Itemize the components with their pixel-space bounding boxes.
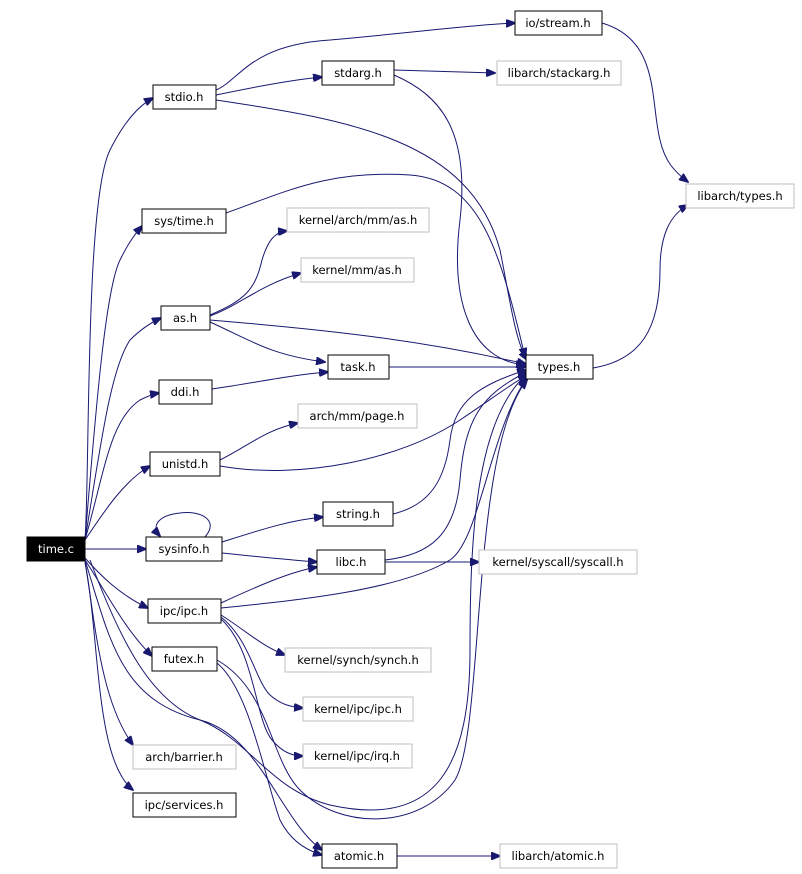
edge-time-c-to-ipc-ipc-h xyxy=(84,557,148,608)
edge-ipc-ipc-h-to-libc-h xyxy=(220,567,317,604)
node-time-c[interactable]: time.c xyxy=(26,536,86,562)
edge-ipc-ipc-h-to-kernel-synch-synch-h xyxy=(220,614,285,655)
edges xyxy=(84,22,688,856)
edge-sysinfo-h-to-libc-h xyxy=(221,552,317,562)
edge-stdio-h-to-types-h xyxy=(215,99,527,360)
edge-stdarg-h-to-libarch-stackarg-h xyxy=(393,70,495,73)
node-types-h[interactable]: types.h xyxy=(525,354,594,380)
node-kernel-mm-as-h[interactable]: kernel/mm/as.h xyxy=(300,257,415,283)
edge-time-c-to-ipc-services-h xyxy=(84,561,133,790)
node-label: string.h xyxy=(336,507,380,521)
edge-stdarg-h-to-types-h xyxy=(393,74,525,365)
nodes: time.c io/stream.h stdio.h stdarg.h liba… xyxy=(26,10,795,869)
node-libarch-atomic-h[interactable]: libarch/atomic.h xyxy=(499,843,618,869)
node-label: kernel/ipc/ipc.h xyxy=(314,702,402,716)
edge-libc-h-to-types-h xyxy=(384,372,527,561)
node-label: time.c xyxy=(38,542,74,556)
node-ipc-ipc-h[interactable]: ipc/ipc.h xyxy=(147,598,222,624)
edge-as-h-to-kernel-mm-as-h xyxy=(209,273,301,317)
node-label: kernel/syscall/syscall.h xyxy=(492,555,623,569)
node-arch-barrier-h[interactable]: arch/barrier.h xyxy=(132,744,237,770)
node-kernel-ipc-ipc-h[interactable]: kernel/ipc/ipc.h xyxy=(302,696,414,722)
edge-io-stream-h-to-libarch-types-h xyxy=(601,22,688,182)
edge-unistd-h-to-arch-mm-page-h xyxy=(219,423,298,461)
node-libarch-types-h[interactable]: libarch/types.h xyxy=(685,183,795,209)
node-libarch-stackarg-h[interactable]: libarch/stackarg.h xyxy=(496,60,622,86)
edge-time-c-to-types-h xyxy=(89,374,527,811)
edge-time-c-to-ddi-h xyxy=(84,393,159,541)
edge-as-h-to-kernel-arch-mm-as-h xyxy=(209,231,287,316)
edge-futex-h-to-atomic-h xyxy=(216,662,322,855)
node-unistd-h[interactable]: unistd.h xyxy=(149,451,221,477)
edge-ipc-ipc-h-to-kernel-ipc-irq-h xyxy=(220,618,303,756)
node-label: stdio.h xyxy=(165,90,204,104)
node-stdarg-h[interactable]: stdarg.h xyxy=(321,60,395,86)
node-label: futex.h xyxy=(164,652,204,666)
node-label: kernel/synch/synch.h xyxy=(297,653,419,667)
edge-time-c-to-unistd-h xyxy=(84,466,150,541)
edge-sysinfo-h-to-string-h xyxy=(221,517,323,543)
node-label: libarch/types.h xyxy=(697,189,782,203)
node-label: kernel/ipc/irq.h xyxy=(314,749,400,763)
node-label: unistd.h xyxy=(162,457,209,471)
edge-futex-h-to-types-h xyxy=(216,380,527,820)
node-sysinfo-h[interactable]: sysinfo.h xyxy=(145,536,223,562)
node-label: sysinfo.h xyxy=(158,542,209,556)
edge-as-h-to-types-h xyxy=(209,319,526,364)
node-kernel-synch-synch-h[interactable]: kernel/synch/synch.h xyxy=(284,647,432,673)
node-futex-h[interactable]: futex.h xyxy=(151,646,218,672)
node-label: arch/mm/page.h xyxy=(310,409,405,423)
edge-as-h-to-task-h xyxy=(209,321,325,362)
edge-time-c-to-arch-barrier-h xyxy=(84,561,133,745)
edge-unistd-h-to-types-h xyxy=(219,375,527,471)
node-label: atomic.h xyxy=(334,849,384,863)
node-label: task.h xyxy=(340,360,375,374)
node-stdio-h[interactable]: stdio.h xyxy=(152,84,217,110)
node-label: libarch/atomic.h xyxy=(512,849,605,863)
edge-string-h-to-types-h xyxy=(392,370,526,515)
node-label: as.h xyxy=(173,311,197,325)
node-ipc-services-h[interactable]: ipc/services.h xyxy=(132,792,237,818)
node-label: sys/time.h xyxy=(154,214,214,228)
node-as-h[interactable]: as.h xyxy=(160,305,211,331)
node-io-stream-h[interactable]: io/stream.h xyxy=(514,10,603,36)
node-label: stdarg.h xyxy=(334,66,382,80)
node-atomic-h[interactable]: atomic.h xyxy=(321,843,398,869)
node-label: ipc/ipc.h xyxy=(160,604,208,618)
edge-ipc-ipc-h-to-kernel-ipc-ipc-h xyxy=(220,616,303,708)
node-string-h[interactable]: string.h xyxy=(322,501,394,527)
edge-stdio-h-to-stdarg-h xyxy=(215,77,322,96)
node-label: ddi.h xyxy=(171,385,200,399)
node-label: kernel/mm/as.h xyxy=(312,263,402,277)
node-sys-time-h[interactable]: sys/time.h xyxy=(141,208,227,234)
node-ddi-h[interactable]: ddi.h xyxy=(158,379,213,405)
node-kernel-syscall-syscall-h[interactable]: kernel/syscall/syscall.h xyxy=(478,549,638,575)
edge-types-h-to-libarch-types-h xyxy=(592,205,688,369)
edge-time-c-to-as-h xyxy=(84,318,161,541)
node-libc-h[interactable]: libc.h xyxy=(316,549,386,575)
node-kernel-arch-mm-as-h[interactable]: kernel/arch/mm/as.h xyxy=(286,207,430,233)
node-label: types.h xyxy=(538,360,581,374)
edge-time-c-to-stdio-h xyxy=(84,98,153,541)
edge-time-c-to-futex-h xyxy=(84,559,152,656)
node-arch-mm-page-h[interactable]: arch/mm/page.h xyxy=(297,403,418,429)
node-label: arch/barrier.h xyxy=(145,750,223,764)
node-kernel-ipc-irq-h[interactable]: kernel/ipc/irq.h xyxy=(302,743,413,769)
edge-stdio-h-to-io-stream-h xyxy=(215,23,515,91)
edge-ddi-h-to-task-h xyxy=(211,372,328,390)
node-label: libarch/stackarg.h xyxy=(508,66,611,80)
node-label: io/stream.h xyxy=(525,16,590,30)
edge-sysinfo-h-self-loop xyxy=(156,511,211,537)
edge-time-c-to-sys-time-h xyxy=(84,226,142,541)
edge-sys-time-h-to-types-h xyxy=(225,173,525,357)
node-task-h[interactable]: task.h xyxy=(327,354,390,380)
node-label: kernel/arch/mm/as.h xyxy=(299,213,418,227)
node-label: ipc/services.h xyxy=(145,798,224,812)
edge-ipc-ipc-h-to-types-h xyxy=(220,378,527,609)
node-label: libc.h xyxy=(336,555,367,569)
